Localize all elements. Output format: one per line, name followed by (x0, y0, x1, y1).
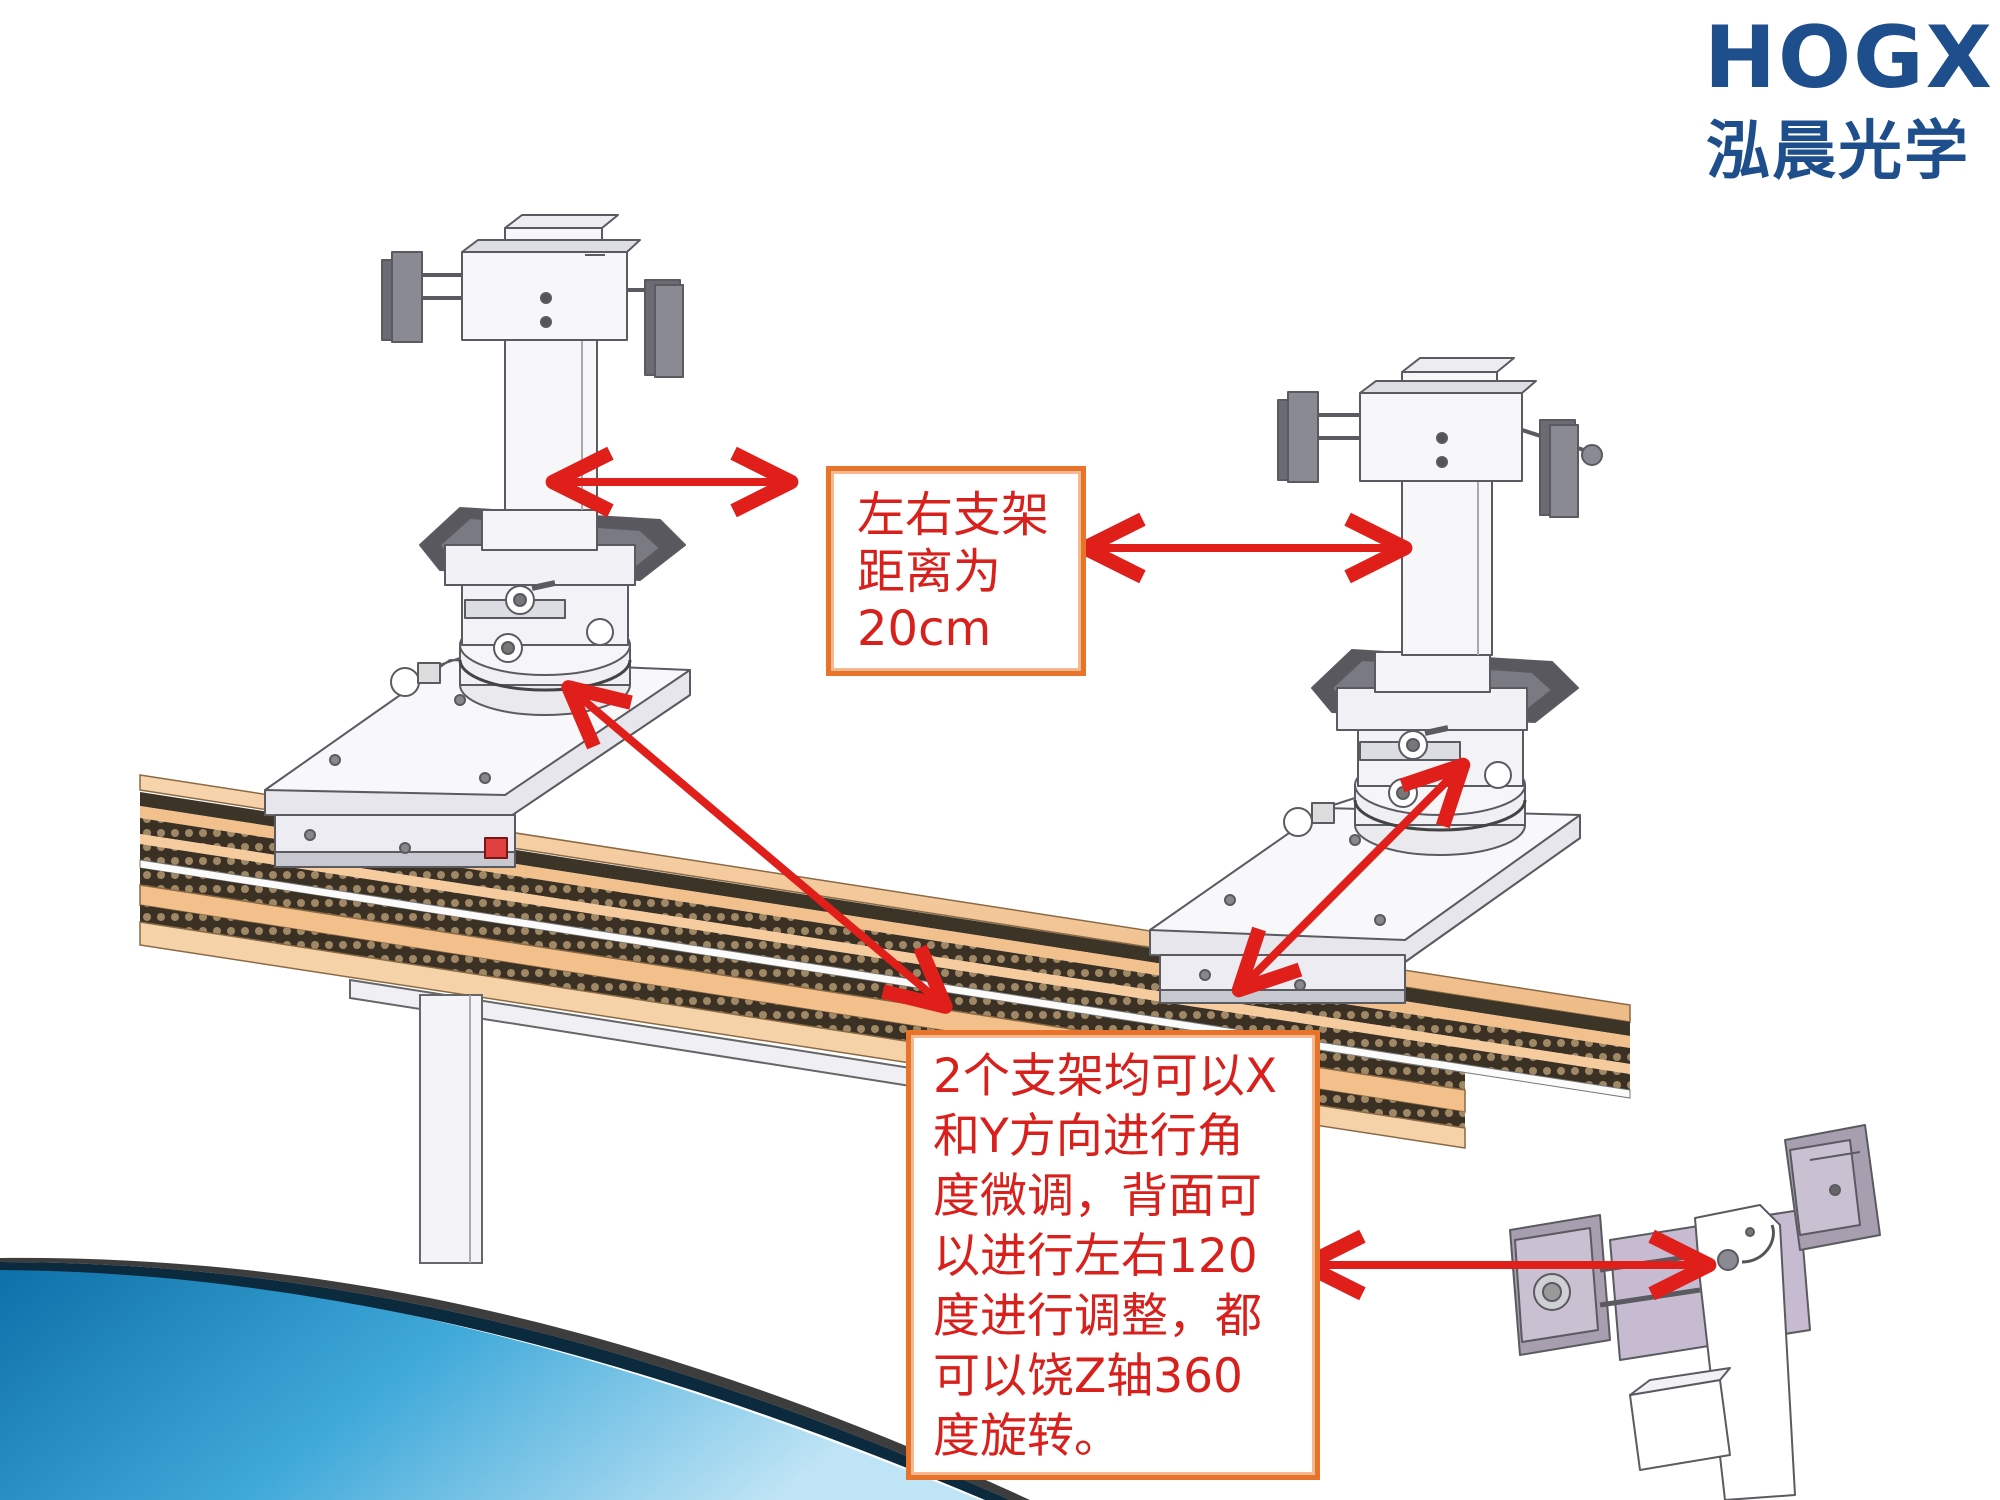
brand-logo: HOGX 泓晨光学 (1700, 8, 1996, 189)
arrow-right-stage-rotation (1231, 757, 1471, 998)
logo-latin-text: HOGX (1704, 8, 1994, 108)
right-stand (1149, 357, 1603, 1004)
left-stand (264, 214, 691, 868)
annotation-arrows (545, 446, 1717, 1301)
callout-stand-distance-text: 左右支架 距离为 20cm (857, 487, 1050, 657)
callout-adjustment-description: 2个支架均可以X 和Y方向进行角 度微调，背面可 以进行左右120 度进行调整，… (906, 1030, 1320, 1480)
callout-stand-distance: 左右支架 距离为 20cm (826, 466, 1086, 676)
clamp-detail-view (1509, 1124, 1881, 1500)
arrow-left-stage-rotation (561, 680, 953, 1014)
decorative-swoosh (0, 1257, 1030, 1500)
logo-chinese-text: 泓晨光学 (1706, 115, 1970, 189)
callout-adjustment-text: 2个支架均可以X 和Y方向进行角 度微调，背面可 以进行左右120 度进行调整，… (933, 1049, 1278, 1464)
